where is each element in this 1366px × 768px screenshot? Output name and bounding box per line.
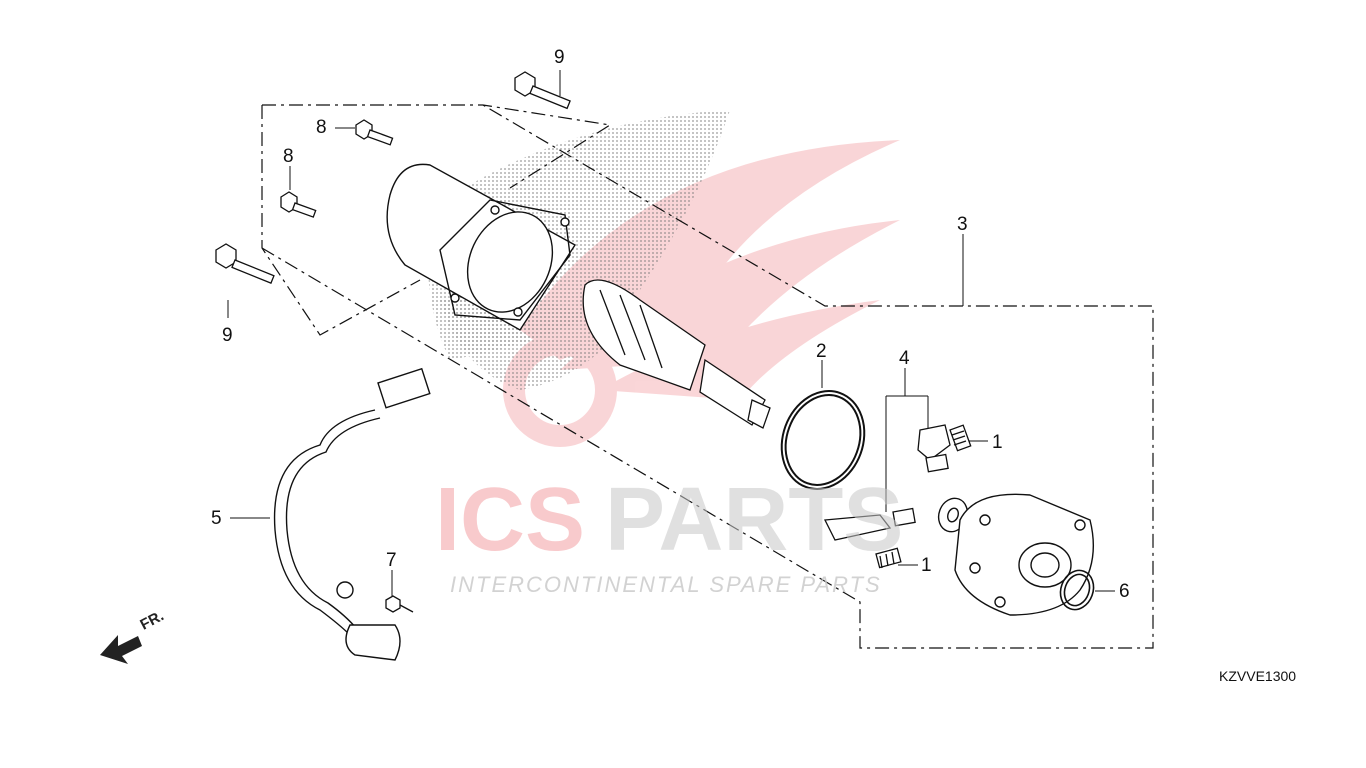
end-cover [954, 493, 1095, 616]
group-outline-upper [261, 104, 1154, 649]
brush [823, 424, 951, 541]
bolt-icon [215, 243, 275, 284]
callout-3: 3 [957, 214, 968, 235]
o-ring [780, 390, 866, 490]
callout-9-bottom: 9 [222, 325, 233, 346]
leader-lines [227, 70, 1115, 596]
watermark-text: ICS PARTS INTERCONTINENTAL SPARE PARTS [435, 470, 903, 597]
callout-5: 5 [211, 508, 222, 529]
diagram-code: KZVVE1300 [1219, 668, 1297, 684]
watermark-brand-part2: PARTS [605, 470, 903, 570]
callout-1-upper: 1 [992, 432, 1003, 453]
motor-case [386, 163, 576, 331]
front-arrow-icon [100, 635, 142, 664]
bolt-icon [514, 71, 571, 110]
callout-9-top: 9 [554, 47, 565, 68]
callout-8-upper: 8 [316, 117, 327, 138]
spring [875, 424, 972, 569]
bolt-icon [355, 119, 394, 146]
callout-7: 7 [386, 550, 397, 571]
callout-4: 4 [899, 348, 910, 369]
watermark-brand-part1: ICS [435, 470, 585, 570]
seal-ring [1059, 569, 1095, 611]
callout-8-lower: 8 [283, 146, 294, 167]
watermark-tagline: INTERCONTINENTAL SPARE PARTS [450, 572, 882, 597]
callout-1-lower: 1 [921, 555, 932, 576]
callout-6: 6 [1119, 581, 1130, 602]
bolt-icon [385, 595, 414, 613]
callout-2: 2 [816, 341, 827, 362]
motor-cable [273, 367, 431, 661]
bolt-icon [280, 191, 317, 218]
armature [582, 279, 771, 429]
